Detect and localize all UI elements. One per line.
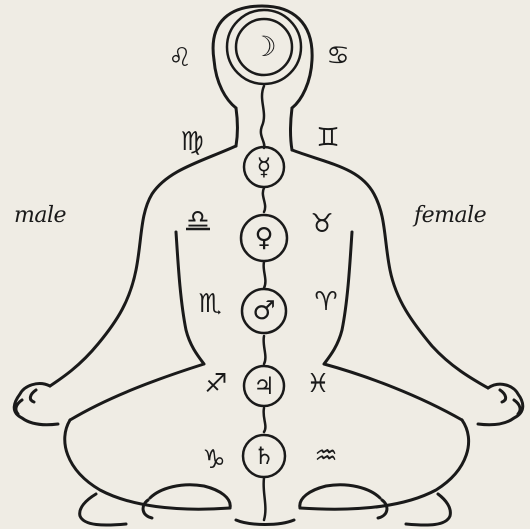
sagittarius-icon: ♐ (196, 364, 236, 404)
pisces-icon: ♓ (298, 364, 338, 404)
cancer-icon: ♋ (318, 36, 358, 76)
libra-icon: ♎ (178, 200, 218, 240)
right-foot (300, 485, 387, 518)
torso-right (292, 150, 488, 388)
saturn-icon: ♄ (244, 436, 284, 476)
moon-icon: ☽ (244, 27, 284, 67)
scorpio-icon: ♏ (190, 284, 230, 324)
mercury-icon: ☿ (244, 147, 284, 187)
right-hand (478, 384, 523, 425)
left-hand (14, 384, 58, 425)
taurus-icon: ♉ (302, 204, 342, 244)
torso-left (50, 146, 236, 386)
left-foot (143, 485, 230, 518)
aquarius-icon: ♒ (306, 436, 346, 476)
neck-right (291, 108, 293, 150)
leo-icon: ♌ (160, 38, 200, 78)
capricorn-icon: ♑ (194, 440, 234, 480)
neck-left (236, 108, 238, 146)
gemini-icon: ♊ (308, 118, 348, 158)
venus-icon: ♀ (244, 218, 284, 258)
jupiter-icon: ♃ (244, 366, 284, 406)
mars-icon: ♂ (244, 291, 284, 331)
male-label: male (14, 203, 66, 228)
virgo-icon: ♍ (172, 122, 212, 162)
female-label: female (414, 203, 486, 228)
aries-icon: ♈ (306, 282, 346, 322)
inner-arm-right (324, 232, 462, 420)
